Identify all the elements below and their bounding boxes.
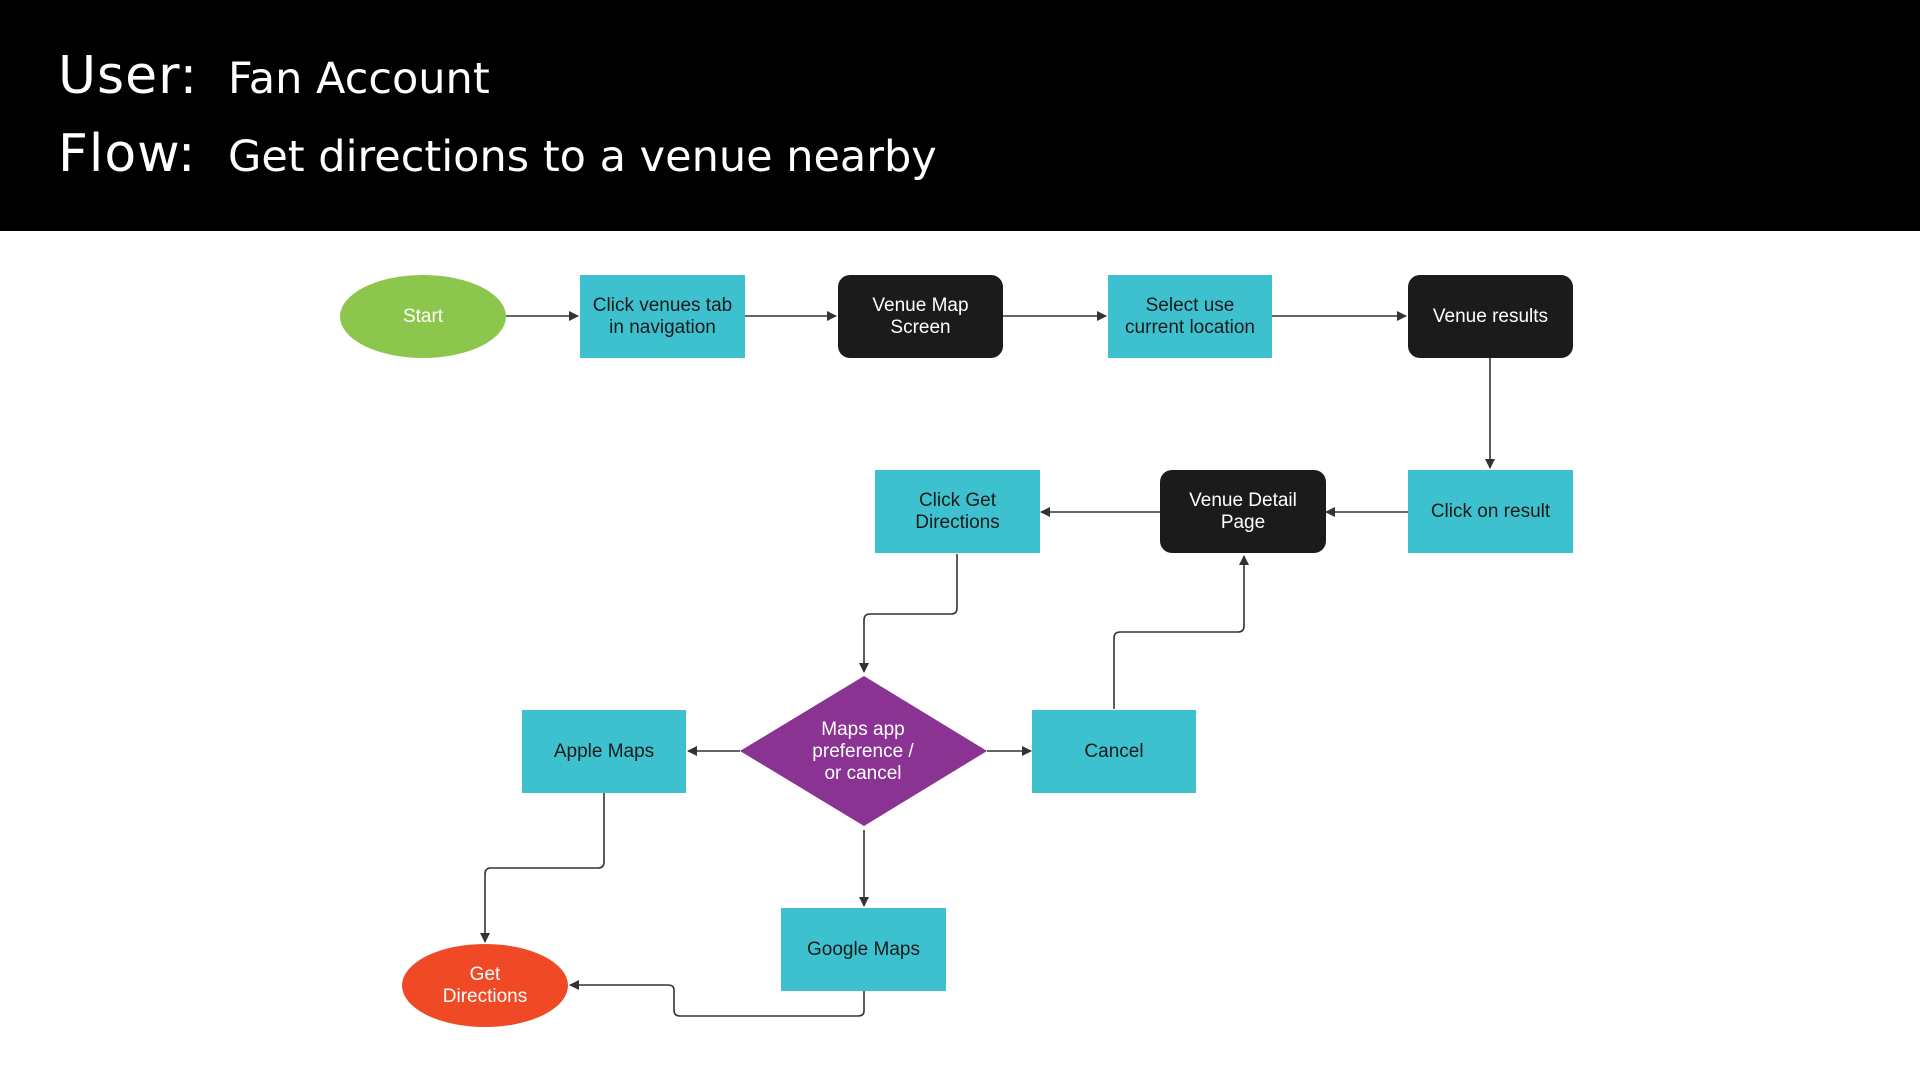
maps-decision-label: Maps app preference / or cancel — [812, 719, 914, 784]
user-row: User: Fan Account — [58, 46, 490, 106]
header-banner: User: Fan Account Flow: Get directions t… — [0, 0, 1920, 231]
click-get-directions-node: Click Get Directions — [875, 470, 1040, 553]
apple-maps-node: Apple Maps — [522, 710, 686, 793]
edge-google-to-get-directions — [569, 980, 865, 1017]
flow-row: Flow: Get directions to a venue nearby — [58, 124, 937, 184]
select-location-node: Select use current location — [1108, 275, 1272, 358]
venue-detail-page-node: Venue Detail Page — [1160, 470, 1326, 553]
user-label: User: — [58, 46, 199, 106]
start-node: Start — [340, 275, 506, 358]
edge-get-directions-to-decision — [859, 554, 958, 673]
flow-value: Get directions to a venue nearby — [228, 132, 937, 182]
edge-cancel-to-detail — [1113, 555, 1249, 709]
cancel-node: Cancel — [1032, 710, 1196, 793]
get-directions-end-node: Get Directions — [402, 944, 568, 1027]
edge-apple-to-get-directions — [480, 793, 605, 943]
user-value: Fan Account — [228, 54, 490, 104]
decision-diamond — [740, 676, 987, 826]
google-maps-node: Google Maps — [781, 908, 946, 991]
click-on-result-node: Click on result — [1408, 470, 1573, 553]
venue-map-screen-node: Venue Map Screen — [838, 275, 1003, 358]
flow-label: Flow: — [58, 124, 197, 184]
venue-results-node: Venue results — [1408, 275, 1573, 358]
click-venues-tab-node: Click venues tab in navigation — [580, 275, 745, 358]
